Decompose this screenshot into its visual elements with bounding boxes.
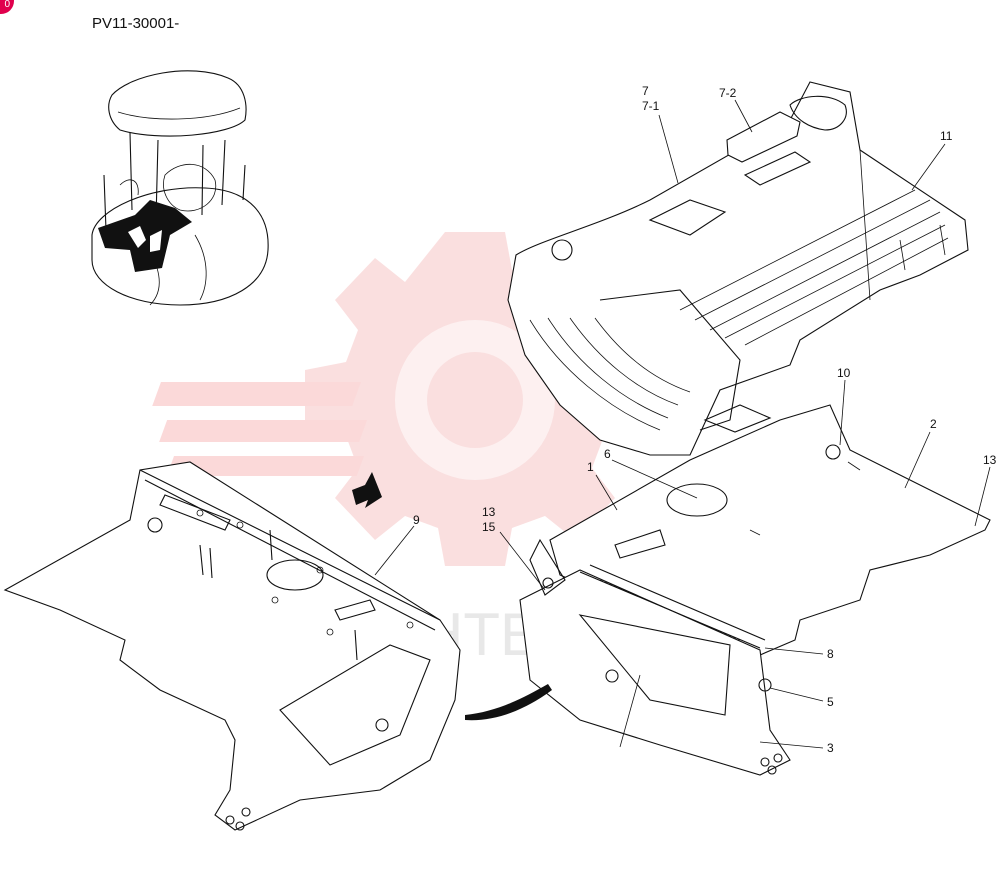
callout-2: 2 xyxy=(930,417,937,431)
leader-lines xyxy=(374,99,991,749)
floor-assembly-left xyxy=(3,461,461,831)
callout-7: 7 xyxy=(642,84,649,98)
callout-7-1: 7-1 xyxy=(642,99,660,113)
callout-7-2: 7-2 xyxy=(719,86,737,100)
callout-11: 11 xyxy=(940,129,953,143)
callout-10: 10 xyxy=(837,366,851,380)
callout-3: 3 xyxy=(827,741,834,755)
callout-8: 8 xyxy=(827,647,834,661)
callout-13-right: 13 xyxy=(983,453,997,467)
undercover-right xyxy=(519,538,791,776)
callout-13-left: 13 xyxy=(482,505,496,519)
callout-9: 9 xyxy=(413,513,420,527)
callout-5: 5 xyxy=(827,695,834,709)
floor-mat-part xyxy=(507,81,969,456)
callout-6: 6 xyxy=(604,447,611,461)
direction-arrow-transfer xyxy=(465,684,552,721)
callout-labels: 7 7-1 7-2 11 10 2 13 1 6 13 15 9 8 5 3 xyxy=(413,84,997,755)
direction-arrow-front xyxy=(352,472,382,508)
callout-1: 1 xyxy=(587,460,594,474)
callout-15: 15 xyxy=(482,520,496,534)
machine-inset-illustration xyxy=(91,70,269,306)
part-number-title: PV11-30001- xyxy=(92,15,180,32)
